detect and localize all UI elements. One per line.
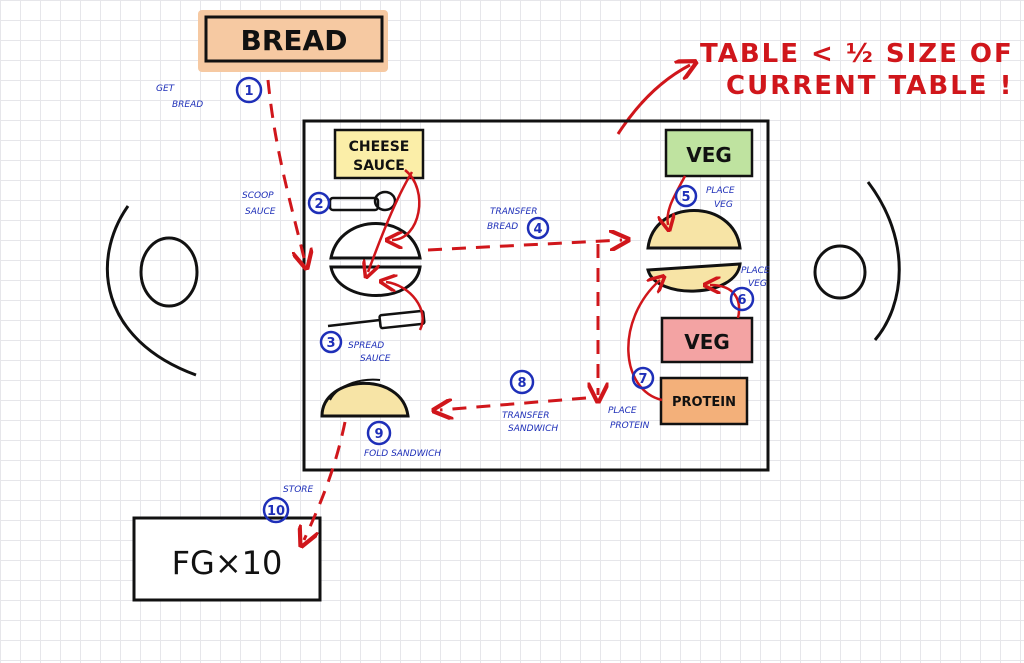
protein-box	[659, 376, 749, 426]
step-5-number: 5	[681, 190, 690, 205]
arrow-sauce-drop	[368, 171, 414, 272]
arrow-place-veg-bottom	[710, 285, 741, 319]
note-line-1: TABLE < ½ SIZE OF	[700, 39, 1014, 69]
step-3-label-1: SPREAD	[348, 341, 384, 351]
arrow-scoop	[392, 169, 421, 240]
cheese-sauce-station: CHEESE SAUCE	[333, 128, 425, 180]
step-1-label-1: GET	[156, 84, 176, 94]
step-8-label-2: SANDWICH	[508, 424, 558, 434]
step-3: 3 SPREAD SAUCE	[319, 330, 391, 364]
step-9-label-1: FOLD SANDWICH	[364, 449, 441, 459]
flow-get-bread	[266, 79, 305, 262]
operator-left-head	[139, 236, 199, 308]
spreader-icon	[327, 309, 426, 330]
step-7-label-1: PLACE	[608, 406, 637, 416]
scoop-icon	[328, 190, 397, 212]
step-5-label-2: VEG	[714, 200, 733, 210]
flow-transfer-bread	[427, 240, 622, 252]
operator-left-arc	[106, 205, 197, 377]
step-6-label-2: VEG	[748, 279, 767, 289]
step-10: 10 STORE	[262, 485, 314, 524]
table-size-note: TABLE < ½ SIZE OF CURRENT TABLE !	[616, 39, 1014, 135]
operator-left	[106, 205, 199, 377]
veg-top-label: VEG	[686, 143, 732, 167]
veg-bottom-label: VEG	[684, 330, 730, 354]
step-9: 9 FOLD SANDWICH	[364, 420, 441, 459]
step-9-number: 9	[374, 427, 383, 442]
step-4-label-2: BREAD	[487, 222, 518, 232]
step-5: 5 PLACE VEG	[674, 184, 735, 210]
step-6-label-1: PLACE	[741, 266, 770, 276]
step-1-label-2: BREAD	[172, 100, 203, 110]
step-1: 1 GET BREAD	[156, 76, 263, 110]
protein-station: PROTEIN	[659, 376, 749, 426]
step-5-label-1: PLACE	[706, 186, 735, 196]
cheese-sauce-box	[333, 128, 425, 180]
fg-label: FG×10	[172, 544, 283, 582]
sandwich-build-icon	[646, 209, 742, 293]
step-2-label-2: SAUCE	[245, 207, 276, 217]
finished-goods-station: FG×10	[132, 516, 322, 602]
step-8-number: 8	[517, 376, 526, 391]
step-6: 6 PLACE VEG	[729, 266, 770, 312]
step-3-label-2: SAUCE	[360, 354, 391, 364]
step-1-number: 1	[244, 84, 253, 99]
note-line-2: CURRENT TABLE !	[726, 71, 1013, 101]
step-4-label-1: TRANSFER	[490, 207, 537, 217]
step-3-number: 3	[326, 336, 335, 351]
step-markers: 1 GET BREAD 2 SCOOP SAUCE 3 SPREAD SAUCE…	[156, 76, 770, 524]
operator-right-head	[813, 244, 867, 300]
operator-right-arc	[866, 181, 901, 341]
operator-right	[813, 181, 901, 341]
veg-top-station: VEG	[664, 128, 754, 178]
bread-box	[204, 15, 384, 63]
step-7-label-2: PROTEIN	[610, 421, 650, 431]
step-2-label-1: SCOOP	[242, 191, 274, 201]
step-10-label-1: STORE	[283, 485, 314, 495]
step-2-number: 2	[314, 197, 323, 212]
step-6-number: 6	[737, 293, 746, 308]
veg-bottom-station: VEG	[660, 316, 754, 364]
step-10-number: 10	[267, 504, 285, 519]
veg-top-box	[664, 128, 754, 178]
fg-box	[132, 516, 322, 602]
step-4-number: 4	[533, 222, 542, 237]
step-2: 2 SCOOP SAUCE	[242, 191, 331, 217]
process-arrows	[368, 169, 741, 402]
cheese-sauce-line-2: SAUCE	[353, 158, 405, 174]
bread-highlight	[198, 10, 388, 72]
arrow-place-protein	[627, 280, 662, 402]
protein-label: PROTEIN	[672, 395, 736, 410]
arrow-spread	[386, 282, 424, 331]
folded-sandwich-icon	[320, 378, 410, 418]
work-table	[302, 119, 770, 472]
note-arrow	[616, 65, 690, 135]
bread-label: BREAD	[241, 24, 348, 57]
bread-station: BREAD	[198, 10, 388, 72]
veg-bottom-box	[660, 316, 754, 364]
step-7-number: 7	[638, 372, 647, 387]
step-4: 4 TRANSFER BREAD	[487, 207, 550, 240]
arrow-place-veg-top	[667, 175, 687, 225]
step-7: 7 PLACE PROTEIN	[608, 366, 655, 431]
cheese-sauce-line-1: CHEESE	[349, 139, 410, 155]
flow-path	[266, 79, 622, 540]
step-8-label-1: TRANSFER	[502, 411, 549, 421]
flow-transfer-sandwich	[440, 396, 587, 410]
step-8: 8 TRANSFER SANDWICH	[502, 369, 558, 434]
